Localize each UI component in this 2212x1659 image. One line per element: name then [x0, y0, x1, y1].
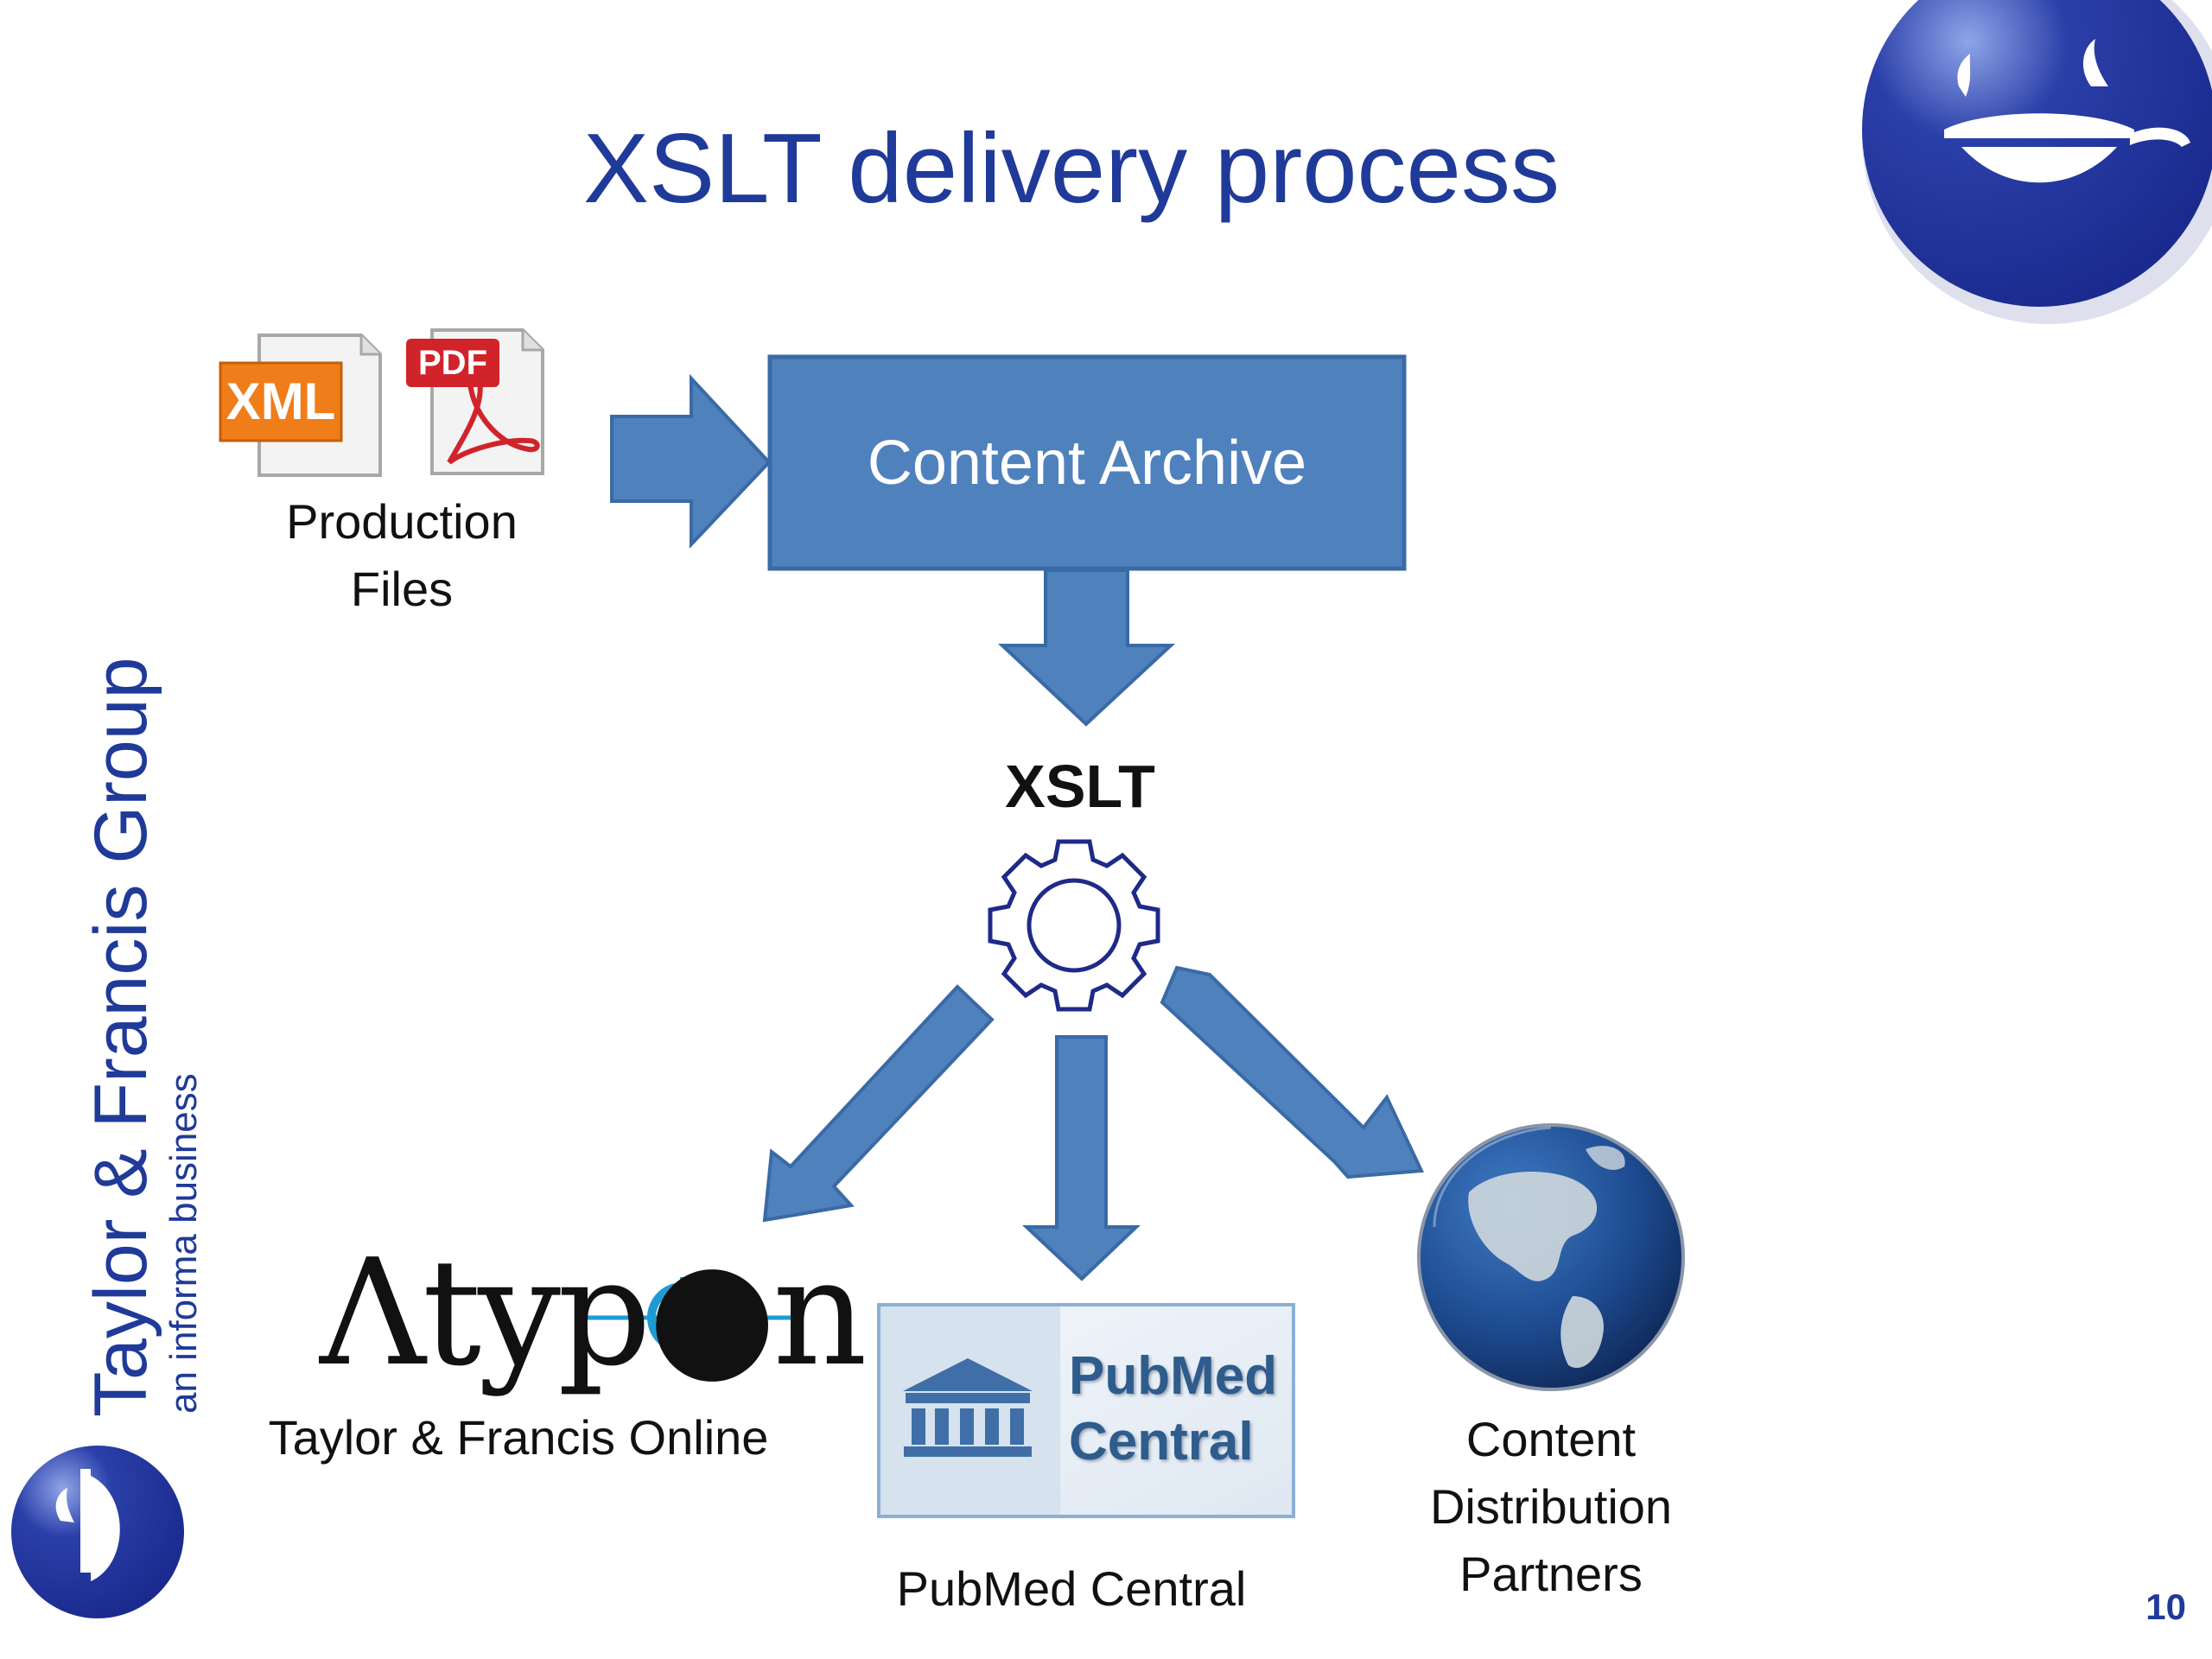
pmc-logo-line1: PubMed [1069, 1346, 1278, 1406]
xml-badge: XML [226, 372, 336, 430]
production-files-label: Production Files [229, 488, 575, 623]
pmc-logo-line2: Central [1069, 1412, 1254, 1471]
partners-line3: Partners [1459, 1547, 1643, 1601]
partners-label: Content Distribution Partners [1382, 1406, 1719, 1608]
slide-title: XSLT delivery process [583, 114, 1560, 224]
brand-name: Taylor & Francis Group [79, 657, 162, 1417]
pdf-badge: PDF [418, 344, 487, 382]
brand-sidebar: Taylor & Francis Group an informa busine… [79, 658, 206, 1417]
gear-icon [988, 839, 1160, 1012]
content-archive-box [767, 354, 1407, 571]
input-arrow [610, 373, 772, 550]
brand-logo-icon [11, 1446, 184, 1618]
pdf-file-icon [406, 328, 544, 475]
archive-to-xslt-arrow [997, 569, 1176, 727]
pmc-logo-box [877, 1303, 1295, 1518]
globe-icon [1417, 1123, 1685, 1391]
xml-file-icon [219, 334, 382, 477]
xslt-to-partners-arrow [1160, 965, 1425, 1179]
pmc-logo-text: PubMed Central [1069, 1344, 1278, 1475]
production-files-line2: Files [350, 562, 454, 616]
production-files-line1: Production [286, 494, 518, 549]
atypon-logo-text: Λtyp●n [320, 1228, 868, 1399]
xslt-to-pmc-arrow [1021, 1035, 1141, 1281]
brand-tagline: an informa business [162, 1073, 205, 1414]
tandf-online-label: Taylor & Francis Online [268, 1410, 769, 1465]
content-archive-label: Content Archive [867, 428, 1307, 498]
page-number: 10 [2145, 1586, 2186, 1627]
atypon-crosshair-icon [581, 1277, 804, 1358]
pmc-label: PubMed Central [896, 1561, 1247, 1616]
corner-logo-icon [1862, 0, 2212, 324]
xslt-to-atypon-arrow [762, 984, 995, 1223]
xslt-label: XSLT [1005, 753, 1155, 820]
partners-line2: Distribution [1429, 1479, 1673, 1534]
partners-line1: Content [1465, 1412, 1637, 1466]
